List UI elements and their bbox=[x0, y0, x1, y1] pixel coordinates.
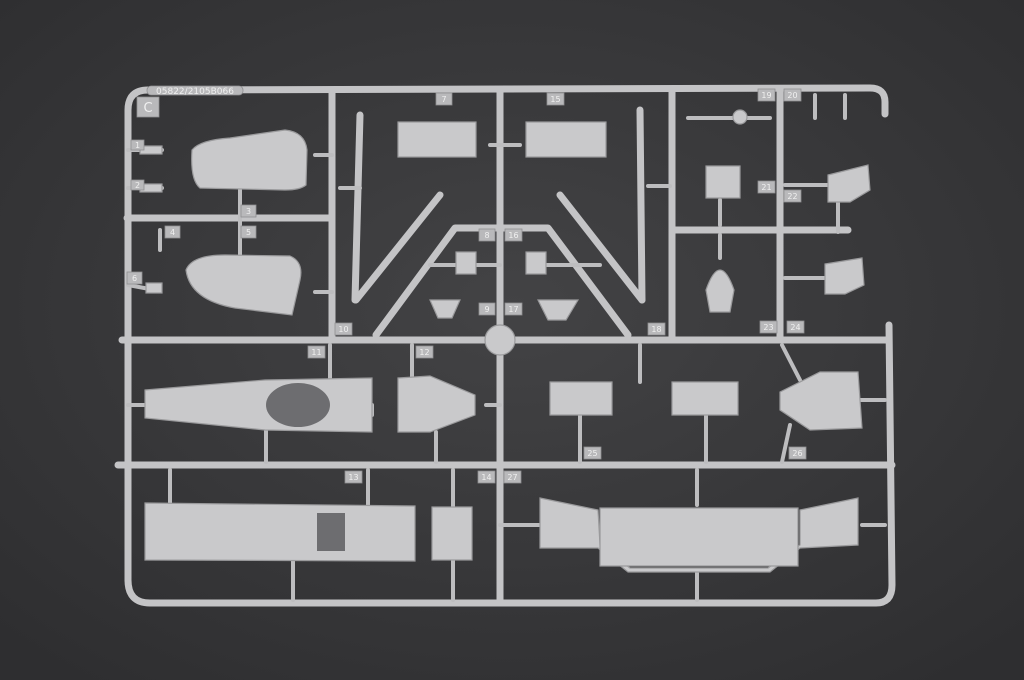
part-number-16: 16 bbox=[508, 231, 518, 240]
part-number-23: 23 bbox=[763, 323, 773, 332]
part-number-6: 6 bbox=[132, 274, 137, 283]
part-6 bbox=[145, 282, 163, 294]
part-number-5: 5 bbox=[246, 228, 251, 237]
part-number-15: 15 bbox=[550, 95, 560, 104]
part-22 bbox=[827, 164, 871, 203]
part-13 bbox=[144, 502, 416, 562]
part-number-4: 4 bbox=[170, 228, 175, 237]
part-left-pedal bbox=[455, 251, 477, 275]
part-24 bbox=[824, 257, 865, 295]
part-26 bbox=[779, 371, 863, 431]
part-number-tags: 05822/2105B066 C 1 2 3 4 5 6 7 8 9 10 11… bbox=[126, 85, 807, 484]
part-23 bbox=[705, 269, 735, 313]
part-14 bbox=[431, 506, 473, 561]
part-number-14: 14 bbox=[481, 473, 491, 482]
part-number-24: 24 bbox=[790, 323, 800, 332]
part-number-25: 25 bbox=[587, 449, 597, 458]
part-number-10: 10 bbox=[338, 325, 348, 334]
part-number-9: 9 bbox=[484, 305, 489, 314]
part-right-pedal bbox=[525, 251, 547, 275]
part-number-19: 19 bbox=[761, 91, 771, 100]
part-number-8: 8 bbox=[484, 231, 489, 240]
part-number-27: 27 bbox=[507, 473, 517, 482]
part-rudder-lower bbox=[185, 254, 302, 316]
part-17 bbox=[537, 299, 580, 321]
part-25 bbox=[549, 381, 739, 416]
part-number-11: 11 bbox=[311, 348, 321, 357]
hub-disc bbox=[484, 324, 516, 356]
part-15 bbox=[525, 121, 607, 158]
part-rudder-upper bbox=[191, 129, 308, 191]
part-7 bbox=[397, 121, 477, 158]
part-number-22: 22 bbox=[787, 192, 797, 201]
part-number-26: 26 bbox=[792, 449, 802, 458]
sprue-code-label: 05822/2105B066 bbox=[146, 85, 244, 97]
part-9 bbox=[429, 299, 461, 319]
part-number-21: 21 bbox=[761, 183, 771, 192]
part-number-20: 20 bbox=[787, 91, 797, 100]
part-number-18: 18 bbox=[651, 325, 661, 334]
sprue-letter-tag: C bbox=[136, 96, 160, 118]
part-number-3: 3 bbox=[246, 207, 251, 216]
part-number-12: 12 bbox=[419, 348, 429, 357]
part-number-2: 2 bbox=[135, 181, 140, 190]
part-number-17: 17 bbox=[508, 305, 518, 314]
svg-text:C: C bbox=[143, 101, 152, 116]
part-number-7: 7 bbox=[441, 95, 446, 104]
part-number-13: 13 bbox=[348, 473, 358, 482]
part-number-1: 1 bbox=[135, 141, 140, 150]
part-12 bbox=[397, 375, 476, 433]
svg-text:05822/2105B066: 05822/2105B066 bbox=[156, 87, 234, 97]
part-21 bbox=[705, 165, 741, 199]
plastic-parts bbox=[139, 109, 871, 573]
